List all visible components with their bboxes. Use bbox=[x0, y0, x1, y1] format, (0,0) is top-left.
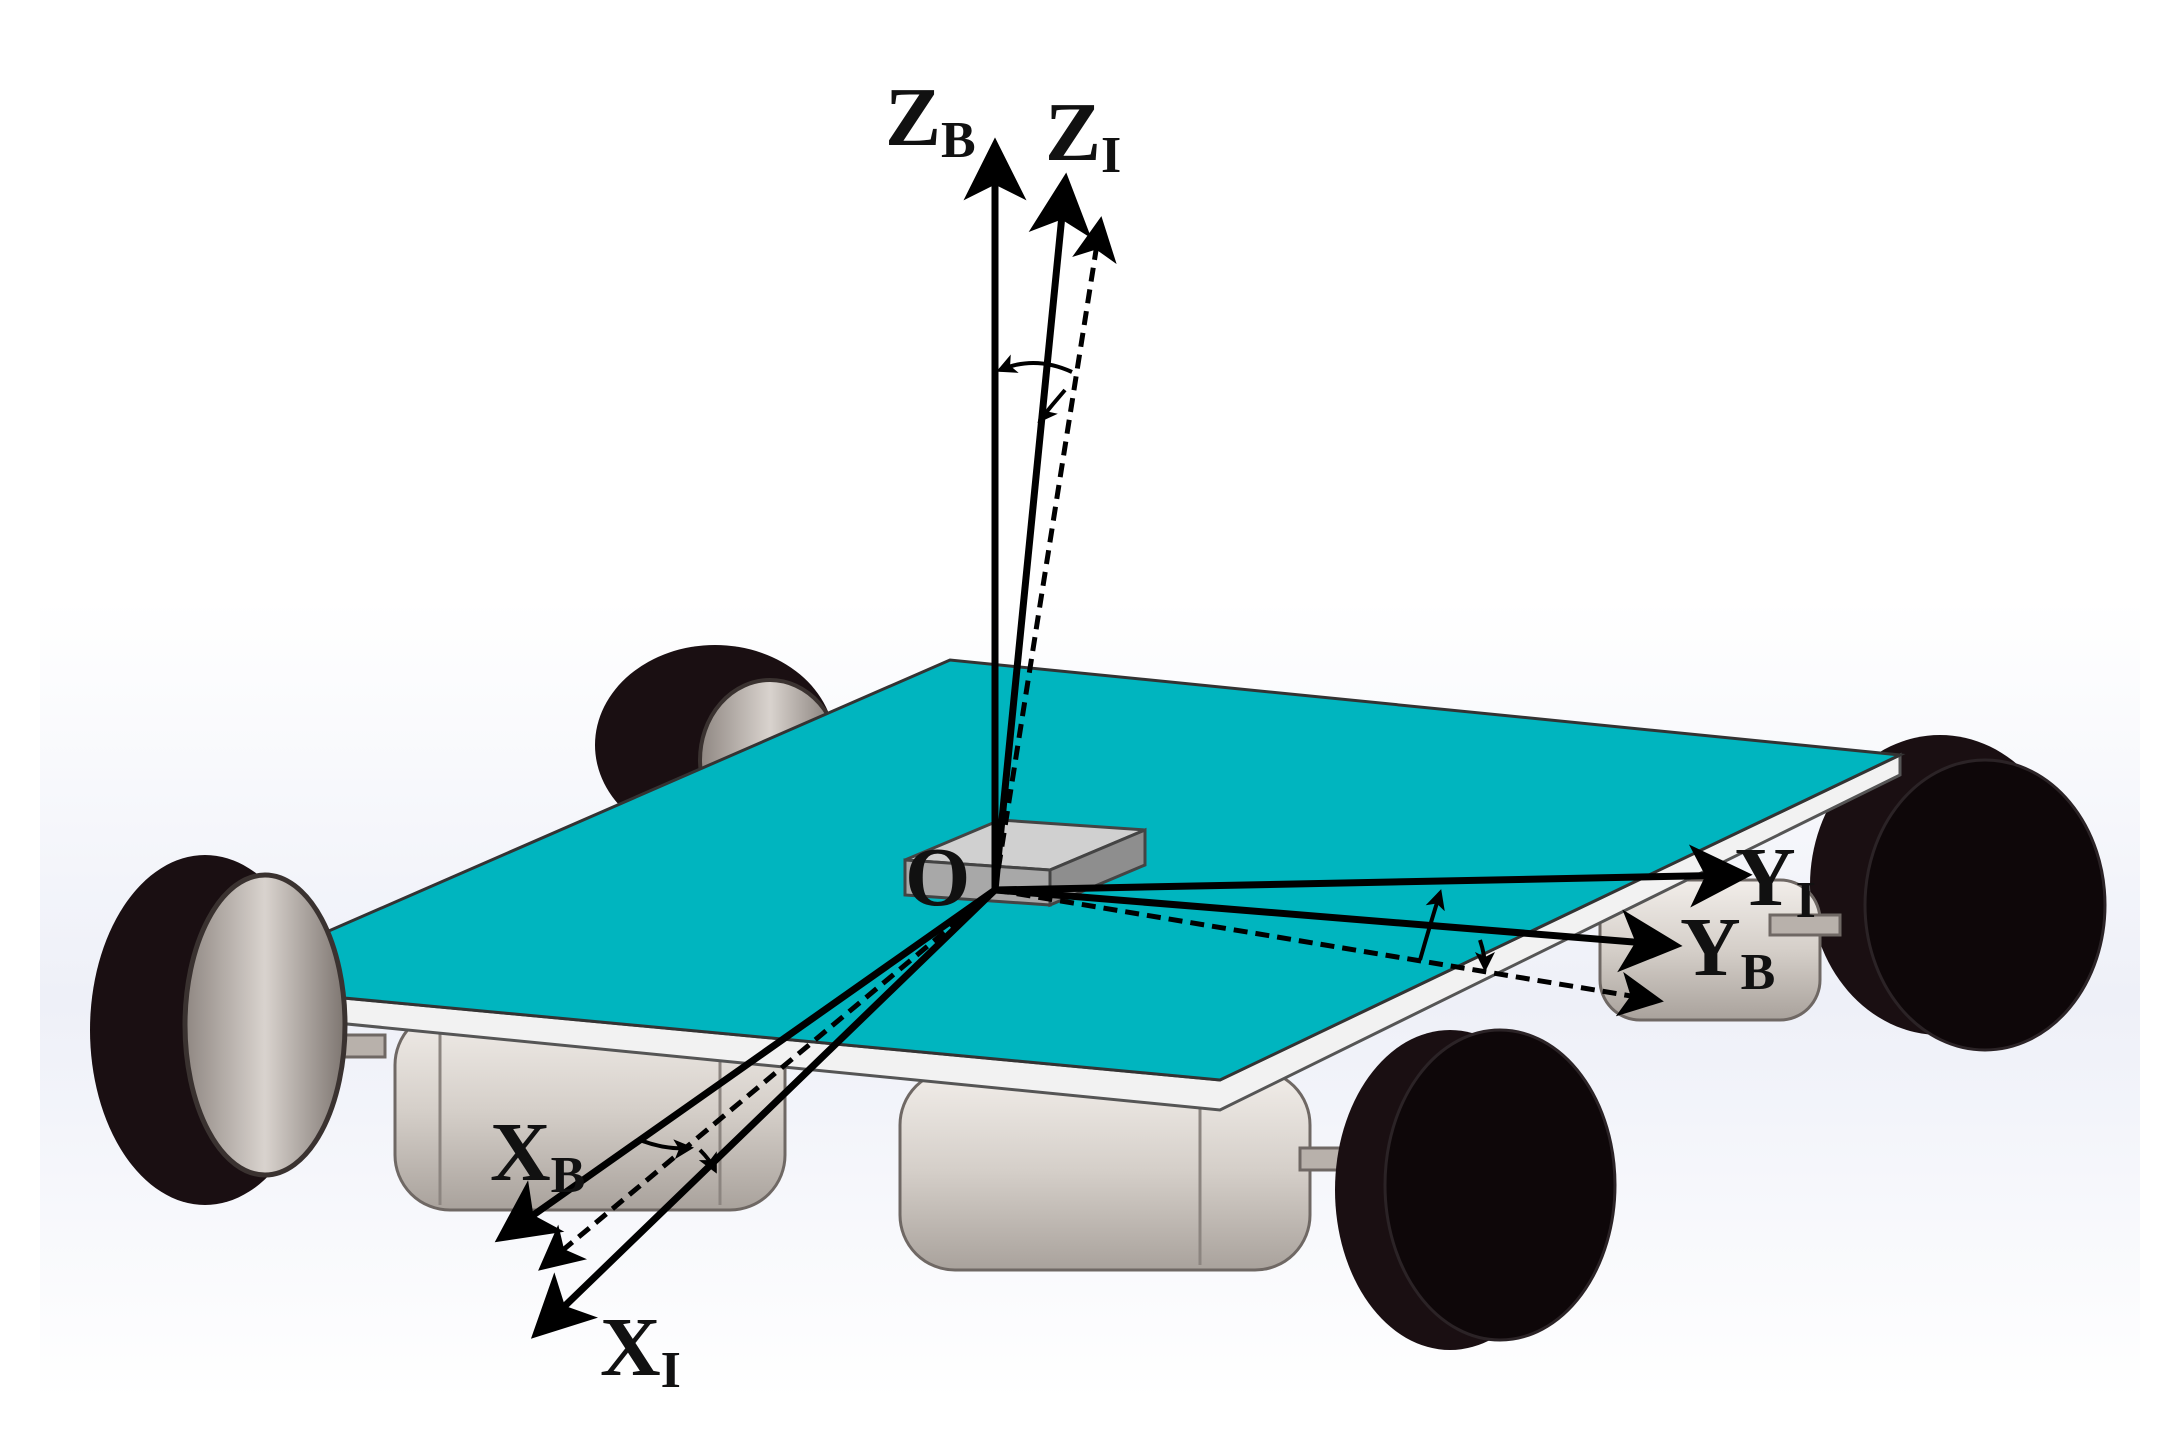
y-inertial-label: YI bbox=[1735, 831, 1816, 929]
x-body-axis bbox=[494, 887, 998, 1243]
wheel-rear-right bbox=[1810, 735, 2107, 1052]
y-body-axis bbox=[994, 886, 1683, 973]
y-rotation-arc bbox=[1418, 889, 1445, 961]
x-rotation-arc-2 bbox=[698, 1148, 717, 1174]
y-intermediate-axis bbox=[994, 887, 1664, 1017]
x-inertial-axis bbox=[530, 887, 998, 1339]
y-rotation-arc-2 bbox=[1474, 939, 1495, 972]
origin-label: O bbox=[905, 831, 970, 924]
wheel-front-right bbox=[1335, 1028, 1617, 1350]
x-inertial-label: XI bbox=[600, 1301, 681, 1399]
wheel-front-left bbox=[90, 855, 348, 1205]
x-rotation-arc bbox=[639, 1138, 694, 1160]
y-body-label: YB bbox=[1680, 901, 1775, 1001]
x-intermediate-axis bbox=[538, 888, 997, 1271]
z-rotation-arc-2 bbox=[1037, 388, 1067, 424]
z-rotation-arc bbox=[996, 354, 1073, 374]
y-inertial-axis bbox=[994, 844, 1753, 908]
z-inertial-label: ZI bbox=[1045, 86, 1121, 184]
x-body-label: XB bbox=[490, 1106, 585, 1204]
z-intermediate-axis bbox=[992, 216, 1117, 891]
z-inertial-axis bbox=[991, 172, 1092, 891]
z-body-label: ZB bbox=[885, 71, 976, 169]
axes-group bbox=[494, 137, 1753, 1339]
